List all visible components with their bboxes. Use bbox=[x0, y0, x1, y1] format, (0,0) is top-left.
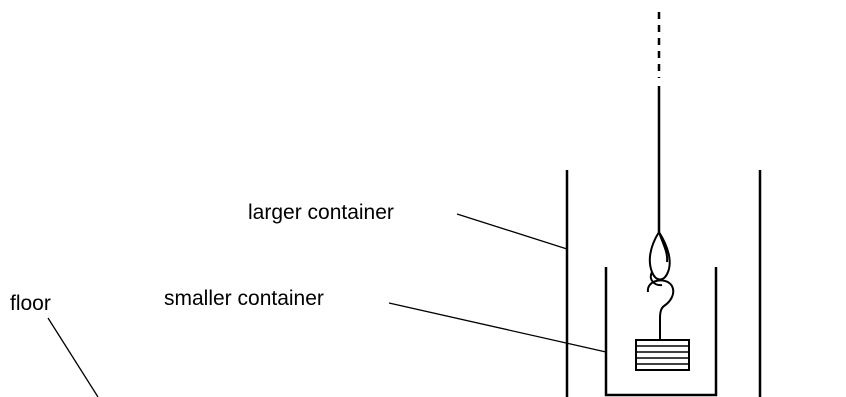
label-larger-container: larger container bbox=[248, 201, 394, 224]
string-knot bbox=[648, 230, 671, 287]
label-floor: floor bbox=[10, 292, 51, 315]
smaller-container-leader bbox=[388, 302, 607, 353]
larger-container-leader bbox=[456, 213, 568, 250]
label-smaller-container: smaller container bbox=[164, 287, 324, 310]
smaller-container bbox=[604, 267, 718, 397]
hook bbox=[646, 279, 675, 340]
hanging-mass bbox=[635, 339, 690, 371]
floor-leader bbox=[47, 317, 99, 397]
